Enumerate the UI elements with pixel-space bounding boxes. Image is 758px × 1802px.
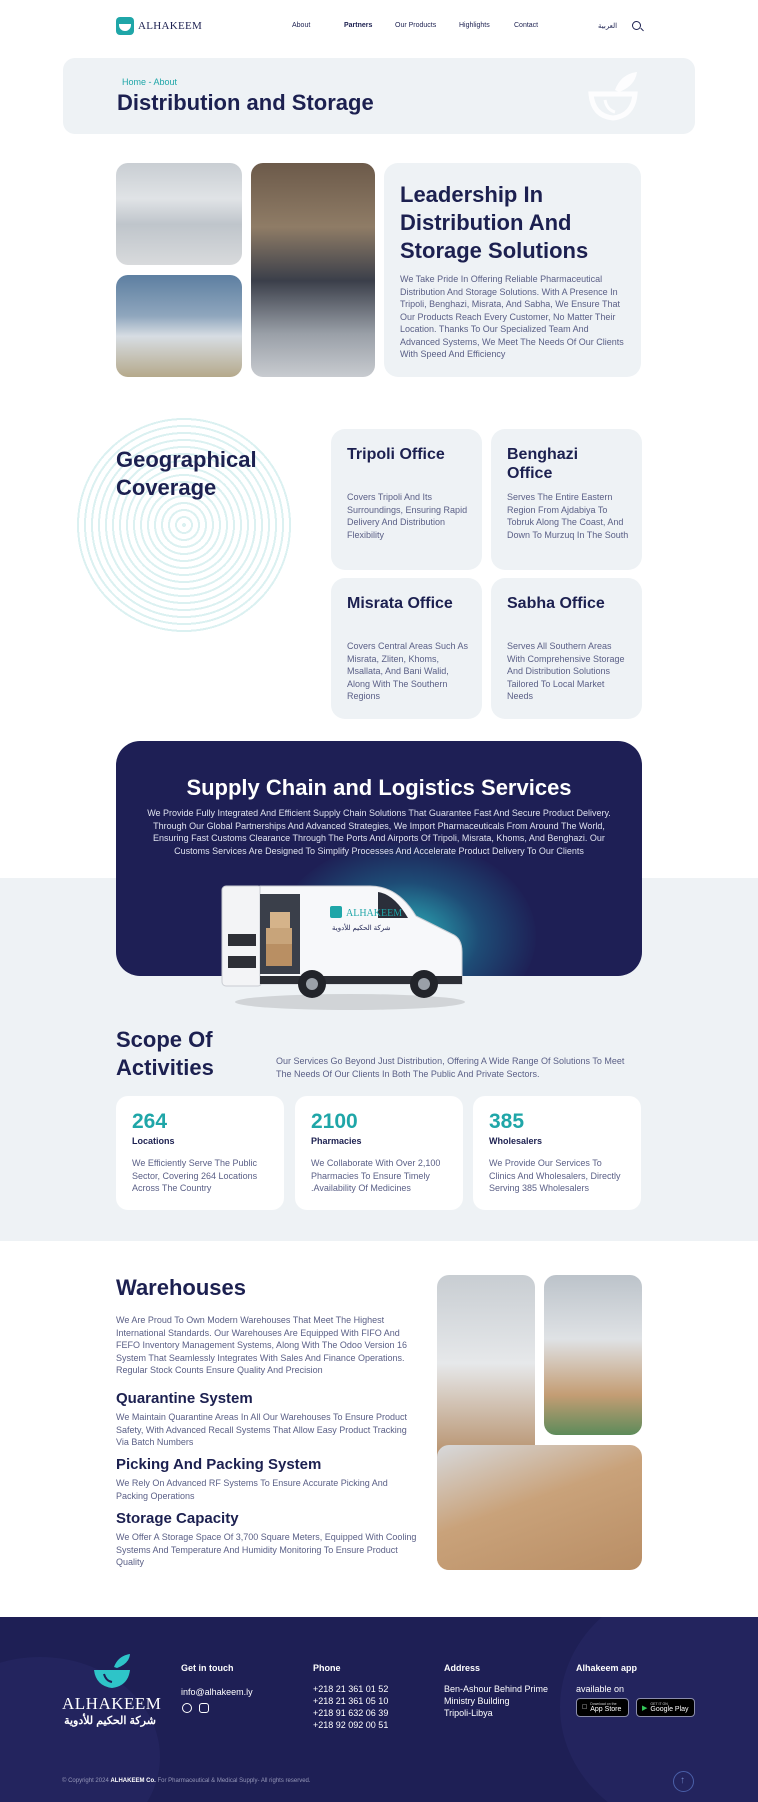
van-brand-arabic: شركة الحكيم للأدوية [332,922,391,932]
office-card-benghazi: Benghazi Office Serves The Entire Easter… [491,429,642,570]
mortar-logo-icon [94,1654,130,1688]
breadcrumb[interactable]: Home - About [122,77,178,87]
address-line: Ministry Building [444,1696,510,1706]
warehouse-worker-photo [116,163,242,265]
nav-highlights[interactable]: Highlights [459,22,490,29]
nav-contact[interactable]: Contact [514,22,539,29]
delivery-van-image: ALHAKEEM شركة الحكيم للأدوية [221,885,465,1010]
office-text: Serves The Entire Eastern Region From Aj… [507,492,629,540]
supply-title: Supply Chain and Logistics Services [186,775,572,800]
facebook-icon[interactable] [182,1703,192,1713]
footer-brand-arabic: شركة الحكيم للأدوية [64,1715,156,1727]
phone-heading: Phone [313,1663,341,1673]
storage-text: We Offer A Storage Space Of 3,700 Square… [116,1532,417,1567]
stat-number: 2100 [311,1110,358,1133]
quarantine-text: We Maintain Quarantine Areas In All Our … [116,1412,407,1447]
picking-text: We Rely On Advanced RF Systems To Ensure… [116,1478,388,1501]
warehouses-text: We Are Proud To Own Modern Warehouses Th… [116,1315,407,1375]
office-text: Covers Tripoli And Its Surroundings, Ens… [347,492,468,540]
scroll-to-top-button[interactable] [673,1771,694,1792]
mortar-logo-icon [116,17,134,35]
search-icon[interactable] [632,21,641,30]
google-play-label: Google Play [650,1706,689,1713]
footer-logo[interactable]: ALHAKEEM شركة الحكيم للأدوية [62,1654,162,1734]
instagram-icon[interactable] [199,1703,209,1713]
copyright-suffix: For Pharmaceutical & Medical Supply- All… [157,1778,311,1784]
office-card-sabha: Sabha Office Serves All Southern Areas W… [491,578,642,719]
forklift-pallets-photo [116,275,242,377]
stat-card-wholesalers: 385 Wholesalers We Provide Our Services … [473,1096,641,1210]
stat-number: 385 [489,1110,525,1133]
google-play-small: GET IT ON [650,1702,668,1706]
office-text: Serves All Southern Areas With Comprehen… [507,641,625,701]
nav-partners[interactable]: Partners [344,22,373,29]
phone-link[interactable]: +218 21 361 05 10 [313,1696,389,1706]
office-card-tripoli: Tripoli Office Covers Tripoli And Its Su… [331,429,482,570]
office-title: Sabha Office [507,595,605,612]
page-title: Distribution and Storage [117,90,374,115]
supply-text: We Provide Fully Integrated And Efficien… [147,808,611,856]
phone-link[interactable]: +218 91 632 06 39 [313,1708,389,1718]
scope-title: Scope Of Activities [116,1027,214,1080]
app-store-small: Download on the [585,1702,616,1706]
site-header: ALHAKEEM About Partners Our Products Hig… [0,0,758,54]
copyright-prefix: © Copyright 2024 [62,1778,109,1784]
office-title: Benghazi Office [507,446,579,482]
leadership-text: We Take Pride In Offering Reliable Pharm… [400,274,624,359]
google-play-icon: ▶ [642,1704,648,1712]
office-card-misrata: Misrata Office Covers Central Areas Such… [331,578,482,719]
email-link[interactable]: info@alhakeem.ly [181,1687,253,1697]
van-brand-text: ALHAKEEM [346,908,402,919]
brand-logo[interactable]: ALHAKEEM [116,17,202,35]
office-title: Misrata Office [347,595,453,612]
stat-label: Pharmacies [311,1136,362,1146]
quarantine-title: Quarantine System [116,1390,253,1407]
site-footer: ALHAKEEM شركة الحكيم للأدوية Get in touc… [0,1617,758,1802]
stat-card-pharmacies: 2100 Pharmacies We Collaborate With Over… [295,1096,463,1210]
get-in-touch-heading: Get in touch [181,1663,234,1673]
fingerprint-decoration [74,415,294,635]
app-store-label: App Store [585,1706,621,1713]
available-on-text: available on [576,1684,625,1694]
photo-gap-divider [535,1435,647,1447]
stat-number: 264 [132,1110,168,1133]
footer-brand-name: ALHAKEEM [62,1694,162,1713]
phone-link[interactable]: +218 21 361 01 52 [313,1684,389,1694]
nav-our-products[interactable]: Our Products [395,22,437,29]
mortar-watermark-icon [588,72,638,121]
supply-chain-card: Supply Chain and Logistics Services We P… [116,741,642,976]
stat-text: We Collaborate With Over 2,100 Pharmacie… [311,1158,441,1193]
apple-icon:  [582,1704,587,1711]
warehouse-pallet-jack-photo [544,1275,642,1435]
copyright: © Copyright 2024 ALHAKEEM Co. For Pharma… [62,1778,311,1784]
address-line: Ben-Ashour Behind Prime [444,1684,549,1694]
address-heading: Address [444,1663,481,1673]
stat-text: We Efficiently Serve The Public Sector, … [132,1158,258,1193]
stat-card-locations: 264 Locations We Efficiently Serve The P… [116,1096,284,1210]
scope-text: Our Services Go Beyond Just Distribution… [276,1056,625,1079]
office-title: Tripoli Office [347,446,445,463]
storage-title: Storage Capacity [116,1510,239,1527]
app-heading: Alhakeem app [576,1663,638,1673]
brand-name: ALHAKEEM [138,20,203,32]
picking-title: Picking And Packing System [116,1456,322,1473]
warehouses-title: Warehouses [116,1275,247,1300]
leadership-title: Leadership In Distribution And Storage S… [400,182,589,263]
stat-label: Wholesalers [489,1136,543,1146]
page-hero: Home - About Distribution and Storage [63,58,695,134]
stat-text: We Provide Our Services To Clinics And W… [489,1158,621,1193]
language-switch[interactable]: العربية [598,23,618,30]
phone-link[interactable]: +218 92 092 00 51 [313,1720,389,1730]
nav-about[interactable]: About [292,22,311,29]
warehouse-boxes-photo [437,1445,642,1570]
geo-title: Geographical Coverage [116,447,257,500]
leadership-card: Leadership In Distribution And Storage S… [384,163,641,377]
worker-with-trolley-photo [251,163,375,377]
stat-label: Locations [132,1136,175,1146]
copyright-brand: ALHAKEEM Co. [110,1778,156,1784]
address-line: Tripoli-Libya [444,1708,493,1718]
office-text: Covers Central Areas Such As Misrata, Zl… [347,641,469,701]
